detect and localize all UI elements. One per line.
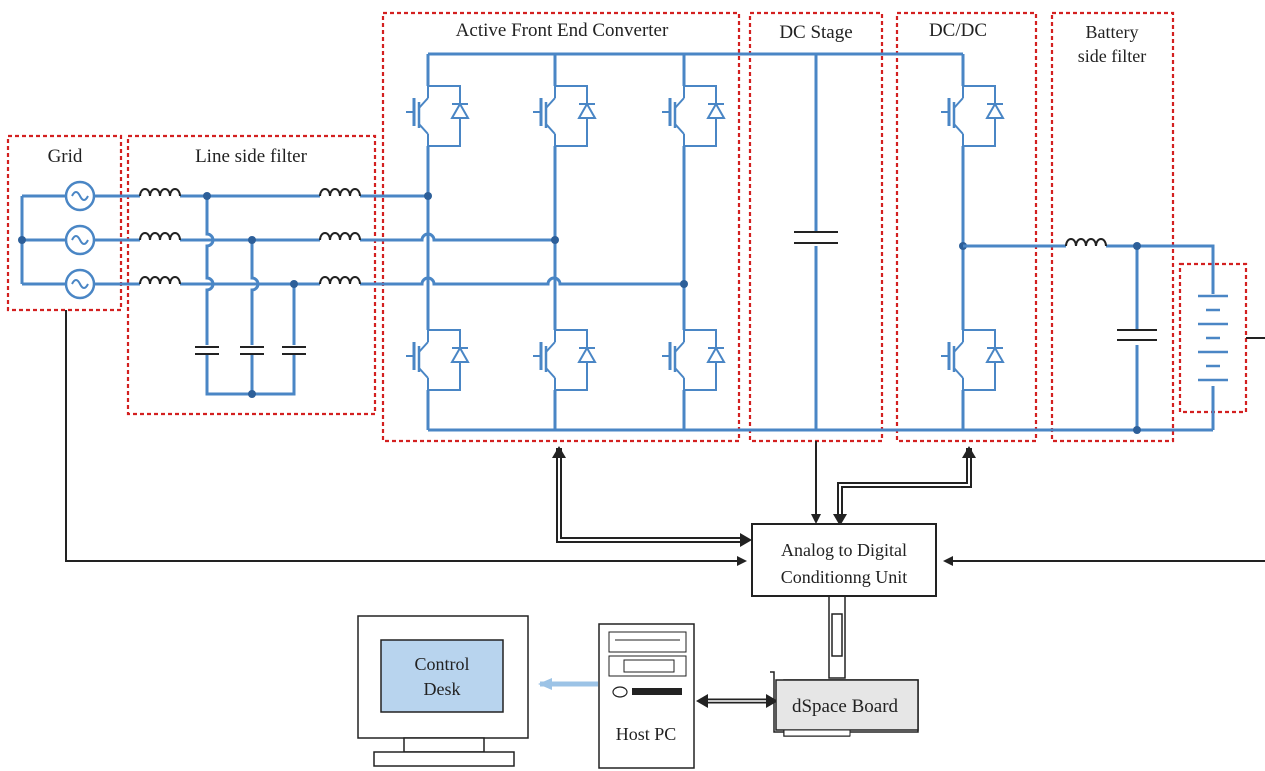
adc-label-2: Conditionng Unit [781,567,908,587]
dspace-board: dSpace Board [770,671,919,737]
signal-lines [65,310,1265,708]
afe-block [381,11,741,443]
control-desk-label-2: Desk [424,679,461,699]
line-filter-block [126,134,377,416]
dcdc-switches [939,54,1005,430]
grid-label: Grid [48,146,83,167]
battery-filter-label-2: side filter [1078,46,1146,66]
dcdc-block [895,11,1038,443]
battery-filter-block [1050,11,1175,443]
afe-label: Active Front End Converter [456,20,669,41]
grid-sources [18,180,96,300]
grid-block [6,134,123,312]
battery-filter-label-1: Battery [1086,22,1139,42]
host-pc-label: Host PC [616,724,677,744]
host-pc: Host PC [598,623,695,769]
filter-capacitors [194,192,307,398]
dc-link-capacitor [794,54,838,430]
control-desk-monitor: Control Desk [357,615,529,767]
adc-label-1: Analog to Digital [781,540,907,560]
control-desk-label-1: Control [414,654,469,674]
line-filter-label: Line side filter [195,146,308,167]
adc-unit: Analog to Digital Conditionng Unit [751,523,937,597]
dcdc-label: DC/DC [929,20,987,41]
afe-bridge [404,52,1213,432]
dspace-label: dSpace Board [792,696,899,717]
dc-stage-label: DC Stage [779,22,852,43]
battery-filter-circuit [963,238,1215,434]
phase-lines [94,188,684,286]
battery-icon [1198,290,1265,430]
